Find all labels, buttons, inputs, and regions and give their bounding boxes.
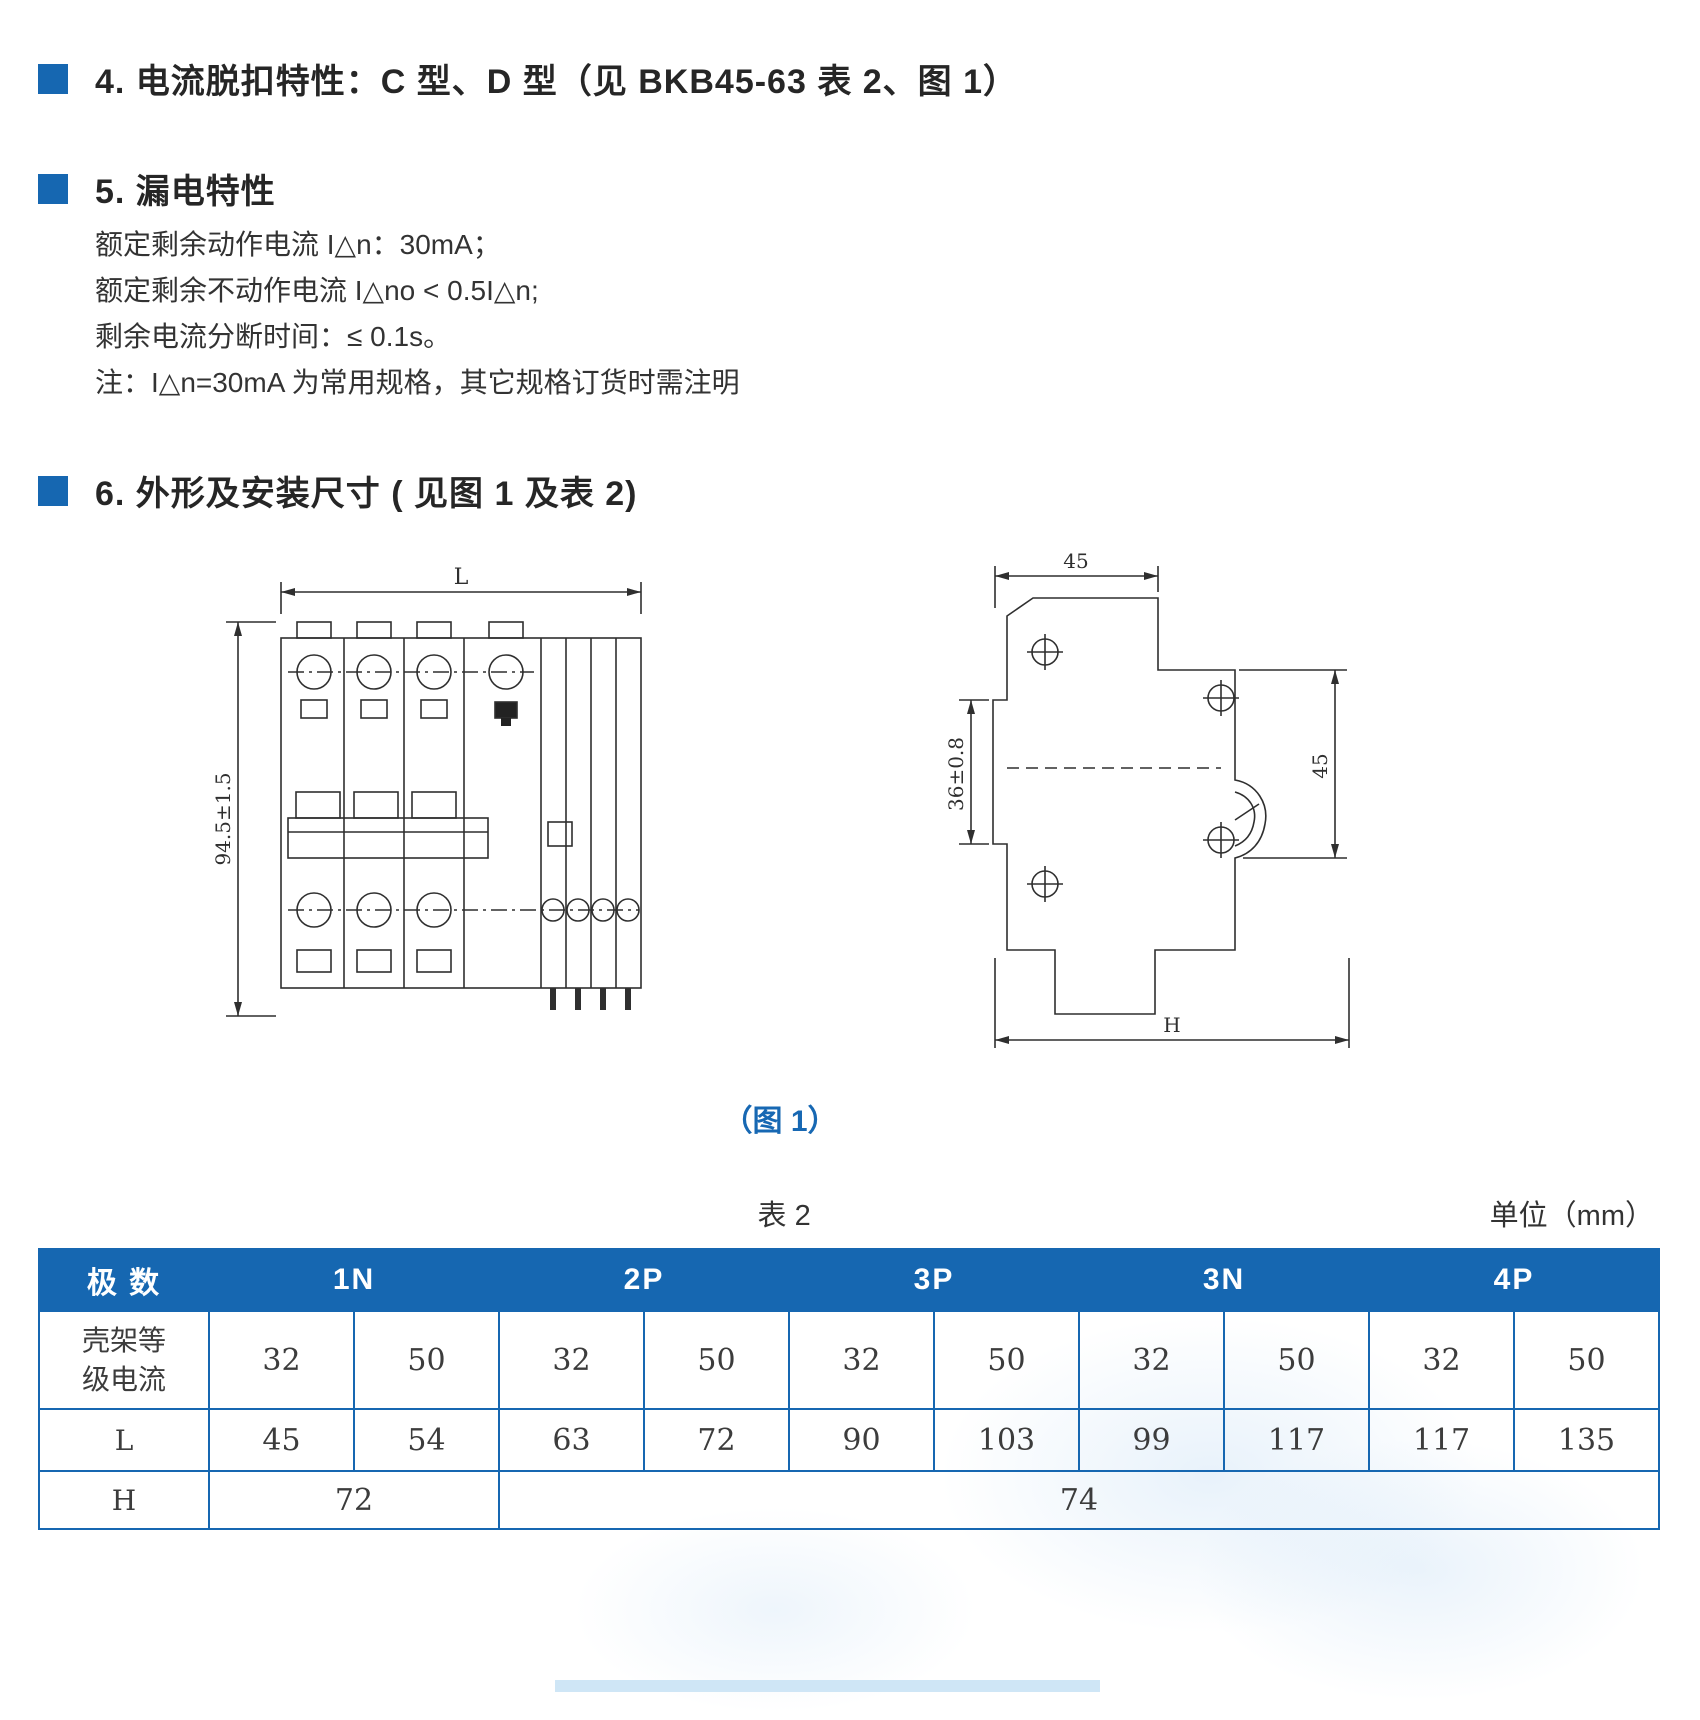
side-profile-outline [992,597,1267,1015]
table-header-2p: 2P [498,1248,790,1312]
side-bottom-dimension [994,958,1350,1048]
front-body-outline [280,621,642,989]
leakage-line-4: 注：I△n=30mA 为常用规格，其它规格订货时需注明 [95,367,740,398]
table-meta-row: 表 2 单位（mm） [38,1192,1660,1232]
side-mount-holes [1027,634,1239,902]
figure-1-caption: （图 1） [722,1105,838,1138]
table-cell: 32 [208,1310,355,1410]
table-cell: 117 [1368,1408,1515,1472]
front-height-dimension [226,621,276,1017]
front-width-dimension [280,582,642,614]
side-top-dim-label: 45 [1063,552,1088,573]
table-cell: 50 [933,1310,1080,1410]
section-5-heading: 5. 漏电特性 [38,164,276,213]
table-caption: 表 2 [757,1200,811,1232]
dimensions-table: 极 数 1N 2P 3P 3N 4P 壳架等 级电流 32 50 32 50 3… [38,1248,1660,1530]
front-height-dim-label: 94.5±1.5 [211,772,235,865]
leakage-line-2: 额定剩余不动作电流 I△no < 0.5I△n; [95,275,539,306]
leakage-spec-text: 额定剩余动作电流 I△n：30mA； 额定剩余不动作电流 I△no < 0.5I… [95,222,740,406]
leakage-line-3: 剩余电流分断时间：≤ 0.1s。 [95,321,452,352]
table-unit-label: 单位（mm） [1489,1200,1654,1232]
table-header-1n: 1N [208,1248,500,1312]
table-cell: 99 [1078,1408,1225,1472]
table-cell: 72 [643,1408,790,1472]
table-cell: 90 [788,1408,935,1472]
table-cell: 54 [353,1408,500,1472]
side-right-dim-label: 45 [1308,753,1332,778]
table-cell: 32 [498,1310,645,1410]
front-width-dim-label: L [454,565,469,590]
table-row-L: L 45 54 63 72 90 103 99 117 117 135 [38,1408,1660,1472]
table-cell: 32 [1368,1310,1515,1410]
side-top-dimension [994,566,1159,608]
table-header-4p: 4P [1368,1248,1660,1312]
side-view-drawing: 45 36±0.8 45 H [944,552,1350,1048]
leakage-line-1: 额定剩余动作电流 I△n：30mA； [95,229,501,260]
front-connector-symbol [494,701,518,726]
front-bottom-terminals [288,892,640,973]
table-cell: 50 [353,1310,500,1410]
section-6-heading: 6. 外形及安装尺寸 ( 见图 1 及表 2) [38,466,638,515]
table-cell: 50 [643,1310,790,1410]
table-cell: 32 [788,1310,935,1410]
table-row-frame-current: 壳架等 级电流 32 50 32 50 32 50 32 50 32 50 [38,1310,1660,1410]
side-left-dimension [959,699,989,845]
front-handle [287,791,573,859]
front-view-drawing: L 94.5±1.5 [211,565,642,1017]
table-cell: 135 [1513,1408,1660,1472]
section-bullet-icon [38,63,68,94]
side-left-dim-label: 36±0.8 [944,737,968,811]
watermark-blob [560,1500,990,1720]
table-cell: 45 [208,1408,355,1472]
section-6-title: 6. 外形及安装尺寸 ( 见图 1 及表 2) [95,475,638,513]
table-cell: 50 [1223,1310,1370,1410]
front-pins [550,988,631,1010]
table-cell: 74 [498,1470,1660,1530]
table-cell: 72 [208,1470,500,1530]
row-label: 壳架等 级电流 [38,1310,210,1410]
table-cell: 50 [1513,1310,1660,1410]
table-header-3p: 3P [788,1248,1080,1312]
section-5-title: 5. 漏电特性 [95,173,276,211]
section-4-title: 4. 电流脱扣特性：C 型、D 型（见 BKB45-63 表 2、图 1） [95,63,1019,101]
front-top-terminals [288,654,534,719]
table-header-row: 极 数 1N 2P 3P 3N 4P [38,1248,1660,1312]
figure-1: L 94.5±1.5 [0,552,1700,1092]
table-header-3n: 3N [1078,1248,1370,1312]
side-bottom-dim-label: H [1163,1013,1180,1037]
table-cell: 103 [933,1408,1080,1472]
side-right-dimension [1239,669,1347,859]
row-label: L [38,1408,210,1472]
section-bullet-icon [38,475,68,506]
table-cell: 32 [1078,1310,1225,1410]
table-cell: 117 [1223,1408,1370,1472]
section-bullet-icon [38,173,68,204]
watermark-strip [555,1680,1100,1692]
table-row-H: H 72 74 [38,1470,1660,1530]
table-header-poles: 极 数 [38,1248,210,1312]
section-4-heading: 4. 电流脱扣特性：C 型、D 型（见 BKB45-63 表 2、图 1） [38,54,1018,103]
table-cell: 63 [498,1408,645,1472]
row-label: H [38,1470,210,1530]
